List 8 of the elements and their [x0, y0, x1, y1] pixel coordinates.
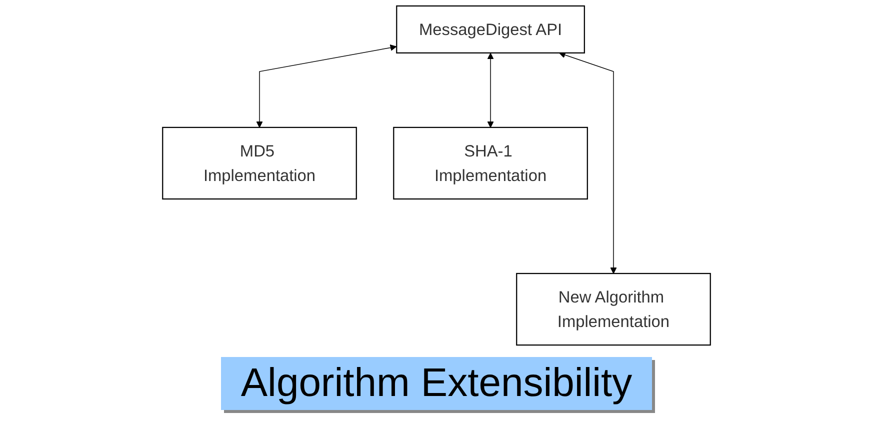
arrow: [559, 52, 617, 274]
node-box: MD5 Implementation: [162, 126, 357, 200]
node-box: MessageDigest API: [396, 5, 585, 54]
node-box: New Algorithm Implementation: [516, 272, 711, 346]
arrow: [256, 44, 397, 128]
arrow: [487, 52, 494, 128]
caption-banner: Algorithm Extensibility: [220, 357, 652, 410]
node-box: SHA-1 Implementation: [393, 126, 588, 200]
